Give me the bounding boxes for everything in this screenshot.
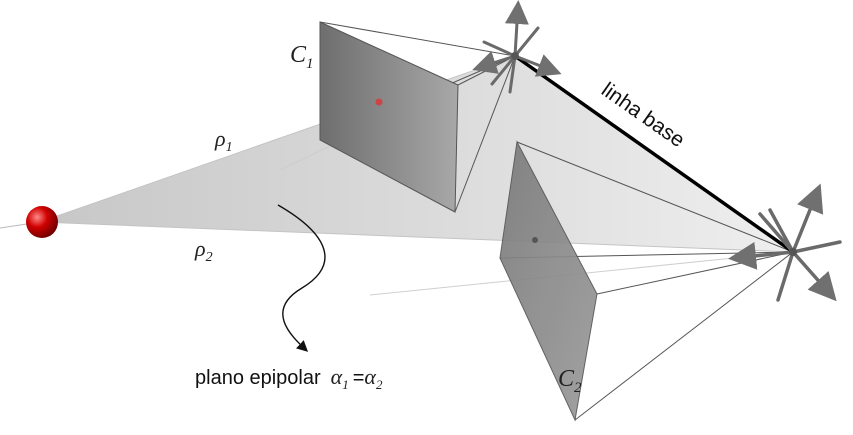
projection-point-c1 [375, 98, 383, 106]
camera1-center [511, 52, 519, 60]
image-plane-c2 [499, 140, 598, 422]
label-rho2: ρ2 [194, 236, 213, 265]
label-c2: C2 [558, 366, 582, 396]
camera1-axes-icon [472, 0, 562, 94]
projection-point-c2 [532, 237, 538, 243]
baseline-line [513, 54, 795, 254]
label-rho1: ρ1 [214, 126, 233, 155]
world-point [26, 206, 58, 238]
image-plane-c1 [319, 21, 459, 213]
camera2-center [789, 248, 797, 256]
plane-pointer-arrow [277, 204, 326, 352]
camera2-axes-icon [728, 183, 842, 302]
label-c1: C1 [290, 42, 314, 72]
